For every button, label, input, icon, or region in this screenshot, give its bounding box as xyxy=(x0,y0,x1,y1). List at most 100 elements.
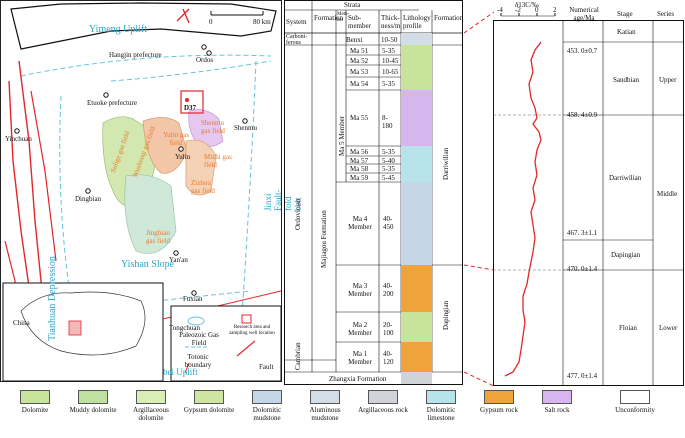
age-453: 453. 0±0.7 xyxy=(567,47,598,55)
col-formation: Formation xyxy=(314,14,344,22)
location-map: 0 80 km Yimeng Uplift Hangjin prefecture… xyxy=(0,0,303,382)
formation-majiagou: Majiagou Formation xyxy=(320,210,328,268)
tick-0: 0 xyxy=(535,6,539,14)
submember-ma2: Ma 2 Member xyxy=(348,321,372,337)
formation-benxi: Benxi xyxy=(346,36,363,44)
swatch-unconformity xyxy=(620,390,650,404)
thickness-ma53: 10-65 xyxy=(382,68,399,76)
key-paleozoic: Paleozoic Gas Field xyxy=(179,331,219,347)
col-series: Series xyxy=(657,10,675,18)
label-hangjin: Hangjin prefecture xyxy=(109,51,162,59)
correlation-lines xyxy=(464,11,494,386)
swatch-dolomitic-limestone xyxy=(426,390,456,404)
label-zizhou: Zizhou gas field xyxy=(191,179,215,195)
isotope-curve-graphics xyxy=(493,13,684,386)
thickness-ma57: 5-40 xyxy=(382,157,395,165)
label-weibei: bei Uplift xyxy=(163,367,198,377)
submember-ma59: Ma 59 xyxy=(350,174,369,182)
label-shenmu-gf: Shenmu gas field xyxy=(201,119,225,135)
age-467: 467. 3±1.1 xyxy=(567,229,598,237)
series-lower: Lower xyxy=(659,324,678,332)
tick-2: 2 xyxy=(553,6,557,14)
col-system: System xyxy=(286,18,307,26)
label-yishan: Yishan Slope xyxy=(121,259,175,270)
label-tianhuan: Tianhuan Depression xyxy=(47,256,58,341)
formation-dapingian: Dapingian xyxy=(442,300,450,330)
series-upper: Upper xyxy=(659,76,677,84)
legend-gypsum-dolomite: Gypsum dolomite xyxy=(182,390,236,414)
legend-salt-rock: Salt rock xyxy=(530,390,584,414)
tick-neg4: -4 xyxy=(497,6,503,14)
col-member: Mem-ber xyxy=(337,12,350,23)
submember-ma58: Ma 58 xyxy=(350,165,369,173)
key-research: Research area and sampling well location xyxy=(229,325,275,336)
label-d37: D37 xyxy=(184,104,197,112)
thickness-ma59: 5-45 xyxy=(382,174,395,182)
thickness-ma52: 10-45 xyxy=(382,57,399,65)
label-dingbian: Dingbian xyxy=(75,195,102,203)
member-ma5: Ma 5 Member xyxy=(338,115,346,156)
legend-aluminous-mudstone: Aluminous mudstone xyxy=(298,390,352,422)
swatch-aluminous-mudstone xyxy=(310,390,340,404)
legend-dolomitic-limestone: Dolomitic limestone xyxy=(414,390,468,422)
legend-muddy-dolomite: Muddy dolomite xyxy=(66,390,120,414)
swatch-gypsum-rock xyxy=(484,390,514,404)
swatch-gypsum-dolomite xyxy=(194,390,224,404)
axis-title: δ13C/‰ xyxy=(515,1,539,9)
formation-zhangxia: Zhangxia Formation xyxy=(329,375,387,383)
col-submember: Sub-member xyxy=(348,14,371,30)
formation-darriwilian: Darriwilian xyxy=(442,147,450,180)
strat-table-lines xyxy=(284,0,463,385)
thickness-ma51: 5-35 xyxy=(382,47,395,55)
legend-argillaceous-rock: Argillaceous rock xyxy=(356,390,410,414)
legend-label: Aluminous mudstone xyxy=(309,406,341,422)
age-470: 470. 0±1.4 xyxy=(567,265,598,273)
thickness-ma2: 20-100 xyxy=(383,321,394,337)
label-fuxian: Fuxian xyxy=(183,295,203,303)
isotope-curve-panel: δ13C/‰ -4 -2 0 2 Numerical age/Ma Stage … xyxy=(493,0,685,386)
system-ordovician: Ordovician xyxy=(294,198,302,231)
lithology-legend: Dolomite Muddy dolomite Argillaceous dol… xyxy=(0,390,685,438)
legend-dolomitic-mudstone: Dolomitic mudstone xyxy=(240,390,294,422)
swatch-argillaceous-dolomite xyxy=(136,390,166,404)
swatch-muddy-dolomite xyxy=(78,390,108,404)
strata-header: Strata xyxy=(344,1,361,9)
stage-floian: Floian xyxy=(619,324,637,332)
label-mizhi: Mizhi gas field xyxy=(204,153,232,169)
legend-label: Dolomitic mudstone xyxy=(252,406,282,422)
thickness-ma58: 5-35 xyxy=(382,165,395,173)
age-458: 458. 4±0.9 xyxy=(567,111,598,119)
benxi-thickness: 10-50 xyxy=(381,36,398,44)
submember-ma56: Ma 56 xyxy=(350,148,369,156)
thickness-ma54: 5-35 xyxy=(382,80,395,88)
label-yulin-gf: Yulin gas field xyxy=(162,131,190,147)
thickness-ma4: 40-450 xyxy=(383,215,394,231)
legend-label: Argillaceous rock xyxy=(358,406,408,414)
thickness-ma1: 40-120 xyxy=(383,350,394,366)
col-formation2: Formation xyxy=(434,14,464,22)
label-tongchuan: Tongchuan xyxy=(169,324,201,332)
label-yinchuan: Yinchuan xyxy=(5,135,32,143)
tick-neg2: -2 xyxy=(515,6,521,14)
key-fault: Fault xyxy=(259,363,274,371)
legend-label: Gypsum rock xyxy=(480,406,518,414)
legend-label: Muddy dolomite xyxy=(69,406,117,414)
thickness-ma55: 8-180 xyxy=(382,114,393,130)
swatch-dolomitic-mudstone xyxy=(252,390,282,404)
col-stage: Stage xyxy=(617,10,633,18)
legend-label: Gypsum dolomite xyxy=(183,406,235,414)
label-jingbian: Jingbian gas field xyxy=(146,229,170,245)
label-ordos: Ordos xyxy=(196,56,214,64)
submember-ma55: Ma 55 xyxy=(350,114,369,122)
legend-label: Salt rock xyxy=(544,406,570,414)
system-cambrian: Cambrian xyxy=(294,342,302,370)
legend-unconformity: Unconformity xyxy=(600,390,670,414)
legend-label: Argillaceous dolomite xyxy=(133,406,169,422)
legend-argillaceous-dolomite: Argillaceous dolomite xyxy=(124,390,178,422)
stage-katian: Katian xyxy=(617,28,636,36)
col-thickness: Thick-ness/m xyxy=(381,14,401,30)
label-shenmu: Shenmu xyxy=(234,124,257,132)
legend-label: Dolomite xyxy=(21,406,49,414)
submember-ma53: Ma 53 xyxy=(350,68,369,76)
swatch-argillaceous-rock xyxy=(368,390,398,404)
